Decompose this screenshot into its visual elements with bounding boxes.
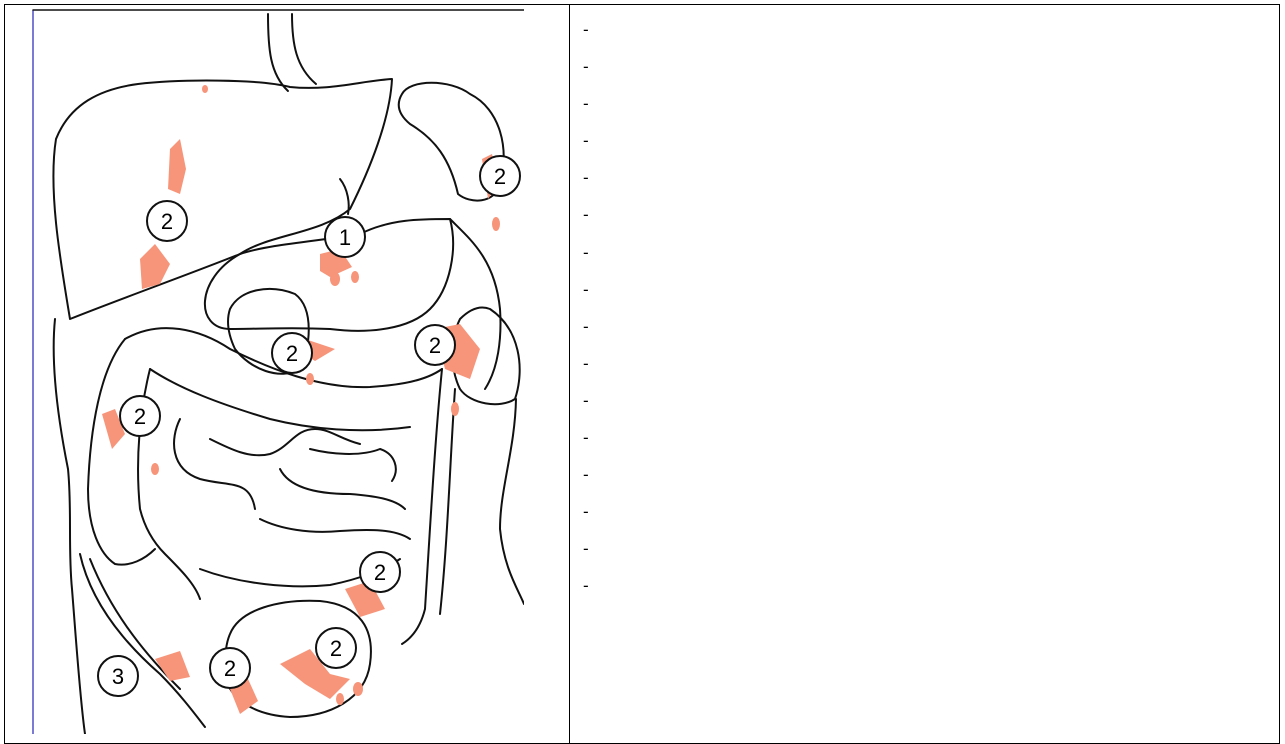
marker-sigmoid: 2 (360, 552, 400, 592)
dash-item: - (583, 493, 589, 530)
abdominal-organs-diagram: 2 1 2 2 2 2 2 (30, 9, 524, 734)
descending-colon-left (402, 369, 442, 644)
marker-left-colon-label: 2 (429, 333, 441, 358)
dash-item: - (583, 234, 589, 271)
marker-stomach-label: 1 (339, 225, 351, 250)
small-intestine-loop-3 (310, 449, 396, 481)
marker-liver: 2 (147, 201, 187, 241)
small-intestine-loop-5 (260, 519, 410, 539)
marker-liver-label: 2 (161, 209, 173, 234)
marker-duodenum: 2 (272, 333, 312, 373)
lesion-top-speck (202, 85, 208, 93)
marker-bladder-left: 2 (316, 628, 356, 668)
marker-flexure-label: 2 (494, 164, 506, 189)
body-contour-left (54, 319, 85, 734)
marker-ascending-label: 2 (134, 404, 146, 429)
dash-item: - (583, 11, 589, 48)
dash-item: - (583, 159, 589, 196)
marker-bladder-left-label: 2 (330, 636, 342, 661)
diagram-svg: 2 1 2 2 2 2 2 (30, 9, 524, 734)
dash-item: - (583, 85, 589, 122)
organ-outlines (33, 10, 524, 734)
marker-left-colon: 2 (415, 325, 455, 365)
marker-duodenum-label: 2 (286, 341, 298, 366)
lesion-stomach-drop-1 (330, 272, 340, 286)
dash-list: - - - - - - - - - - - - - - - - (583, 11, 589, 605)
marker-bladder-right: 2 (210, 648, 250, 688)
small-intestine-loop-4 (280, 469, 405, 509)
esophagus-right (292, 14, 316, 84)
column-divider (569, 4, 570, 744)
lesion-bladder-drop-1 (336, 693, 344, 705)
dash-item: - (583, 308, 589, 345)
lesion-flexure-drop (492, 217, 500, 231)
dash-item: - (583, 271, 589, 308)
dash-item: - (583, 122, 589, 159)
transverse-colon-bottom (150, 369, 410, 430)
marker-bladder-right-label: 2 (224, 656, 236, 681)
lesion-marks (102, 85, 500, 714)
marker-wall-label: 3 (112, 664, 124, 689)
dash-item: - (583, 530, 589, 567)
lesion-bladder-drop-2 (353, 682, 363, 696)
ascending-colon-outer (88, 339, 155, 565)
dash-item: - (583, 48, 589, 85)
dash-item: - (583, 345, 589, 382)
liver-outline (53, 79, 392, 319)
lesion-ascending-drop (151, 463, 159, 475)
marker-ascending: 2 (120, 396, 160, 436)
dash-item: - (583, 419, 589, 456)
marker-sigmoid-label: 2 (374, 560, 386, 585)
marker-flexure: 2 (480, 156, 520, 196)
body-contour-right (500, 399, 524, 604)
dash-item: - (583, 456, 589, 493)
marker-wall: 3 (98, 656, 138, 696)
marker-stomach: 1 (325, 217, 365, 257)
gallbladder-line (340, 179, 349, 214)
lesion-left-colon-drop (451, 402, 459, 416)
esophagus-left (268, 14, 288, 91)
small-intestine-loop-2 (210, 429, 360, 455)
lesion-stomach-drop-2 (351, 271, 359, 283)
dash-item: - (583, 382, 589, 419)
lesion-liver-upper (168, 139, 186, 194)
lesion-duodenum-drop (306, 373, 314, 385)
small-intestine-loop-1 (174, 419, 255, 509)
dash-item: - (583, 196, 589, 233)
dash-item: - (583, 567, 589, 604)
lesion-wall (155, 651, 190, 681)
descending-colon-right (440, 389, 455, 614)
